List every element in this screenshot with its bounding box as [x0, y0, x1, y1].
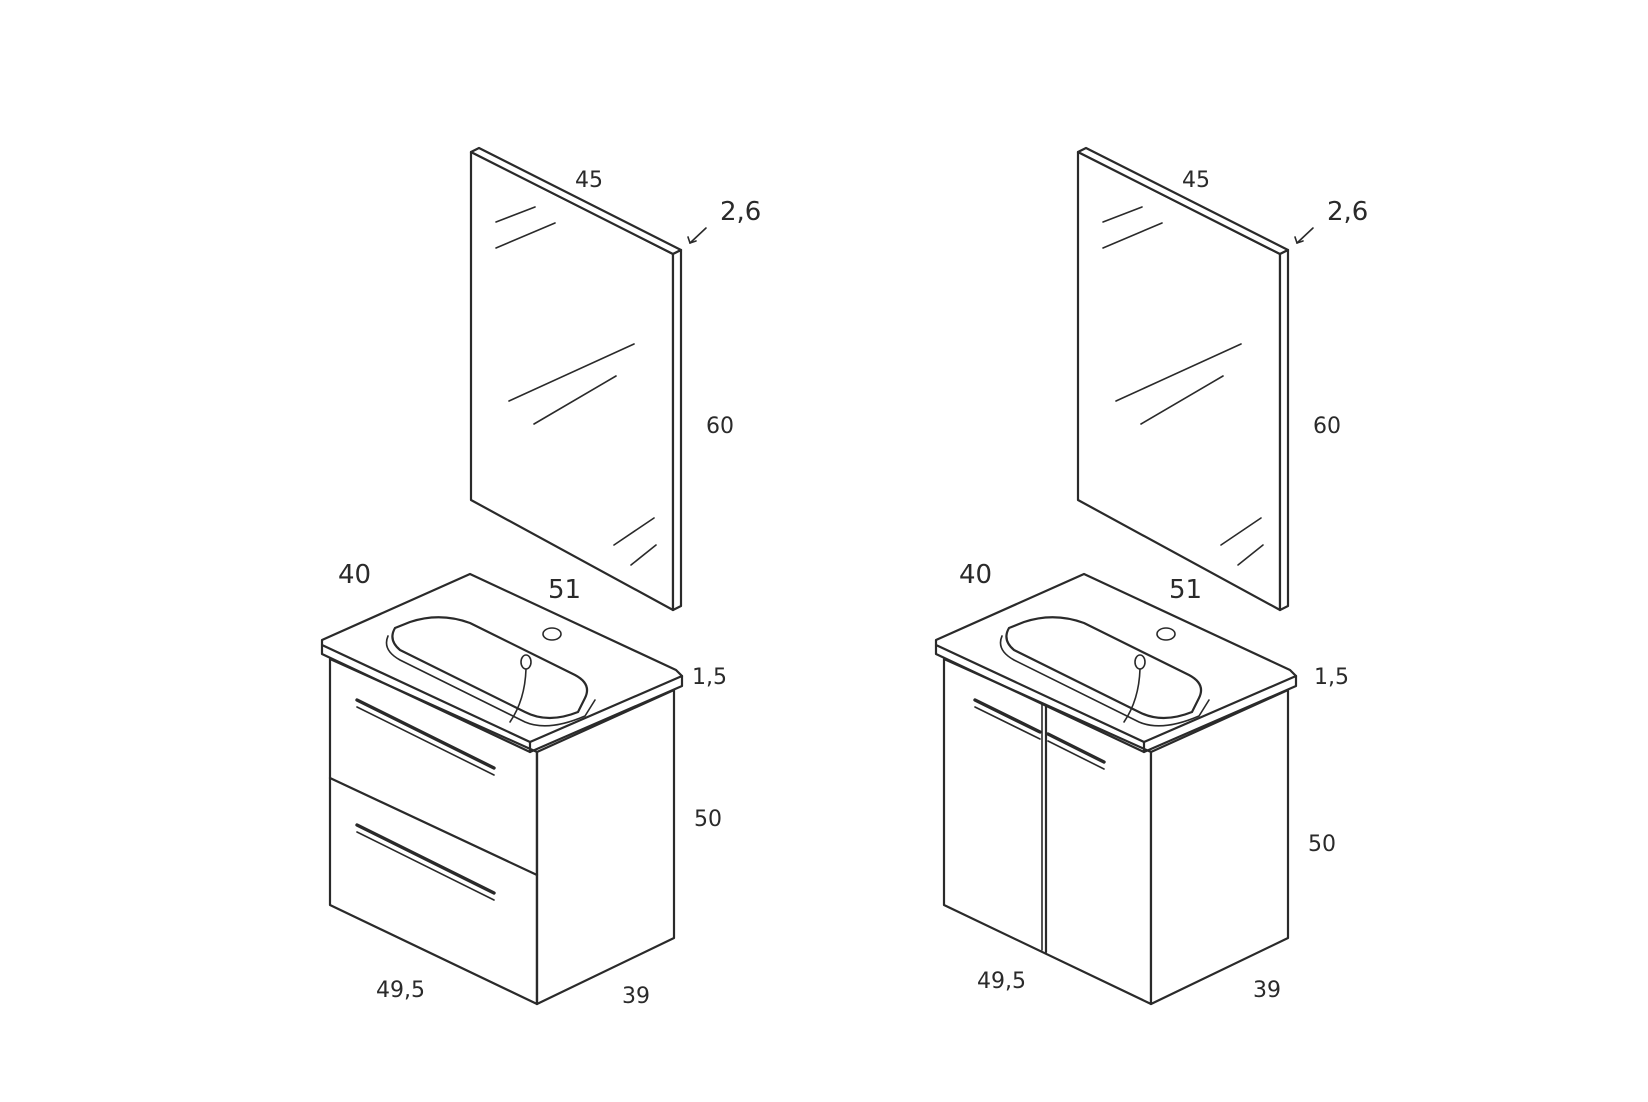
basin-width-label: 51 [1169, 575, 1202, 605]
basin-top [320, 572, 684, 754]
cabinet-height-label: 50 [694, 807, 722, 832]
mirror [1076, 146, 1314, 612]
set-two-doors: 45 2,6 60 40 51 1,5 50 49,5 39 [934, 146, 1368, 1006]
mirror-width-label: 45 [1182, 168, 1210, 193]
cabinet-depth-label: 39 [1253, 978, 1281, 1003]
mirror-depth-label: 2,6 [720, 197, 761, 227]
mirror-depth-label: 2,6 [1327, 197, 1368, 227]
mirror-width-label: 45 [575, 168, 603, 193]
cabinet-width-label: 49,5 [376, 978, 425, 1003]
cabinet-height-label: 50 [1308, 832, 1336, 857]
basin-thickness-label: 1,5 [692, 665, 727, 690]
dimension-labels: 45 2,6 60 40 51 1,5 50 49,5 39 [338, 168, 761, 1009]
cabinet-width-label: 49,5 [977, 969, 1026, 994]
basin-thickness-label: 1,5 [1314, 665, 1349, 690]
cabinet-depth-label: 39 [622, 984, 650, 1009]
dimension-labels: 45 2,6 60 40 51 1,5 50 49,5 39 [959, 168, 1368, 1003]
mirror [469, 146, 707, 612]
vanity-cabinet [942, 657, 1290, 1006]
basin-width-label: 51 [548, 575, 581, 605]
basin-depth-label: 40 [338, 560, 371, 590]
basin-top [934, 572, 1298, 754]
set-two-drawers: 45 2,6 60 40 51 1,5 50 49,5 39 [320, 146, 761, 1009]
basin-depth-label: 40 [959, 560, 992, 590]
vanity-cabinet [328, 657, 676, 1006]
mirror-height-label: 60 [1313, 414, 1341, 439]
mirror-height-label: 60 [706, 414, 734, 439]
